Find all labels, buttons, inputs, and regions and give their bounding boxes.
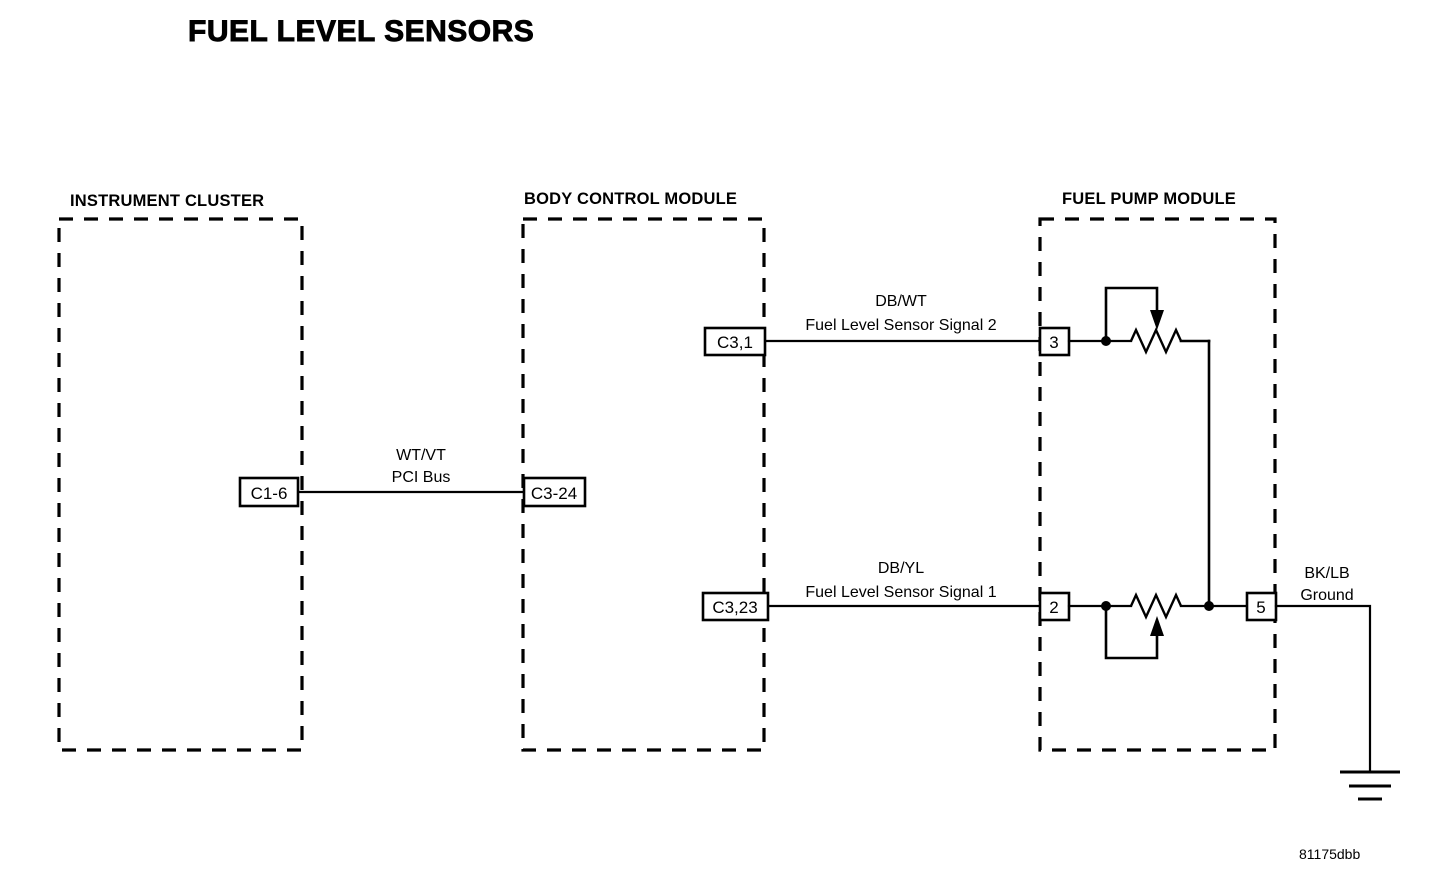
wiper-bracket-sensor-1 xyxy=(1104,606,1159,660)
wiper-arrow-sensor-1 xyxy=(1150,616,1164,636)
module-title-instrument-cluster: INSTRUMENT CLUSTER xyxy=(70,192,264,210)
pin-3[interactable]: 3 xyxy=(1038,326,1071,357)
wire-color-code-signal-1: DB/YL xyxy=(878,560,924,577)
module-boundary-fuel-pump-module xyxy=(1038,217,1277,752)
connector-label-c1-6: C1-6 xyxy=(251,484,288,503)
connector-label-c3-23: C3,23 xyxy=(712,598,757,617)
page-title: FUEL LEVEL SENSORS xyxy=(188,15,534,48)
module-title-fuel-pump-module: FUEL PUMP MODULE xyxy=(1062,190,1236,208)
resistor-zigzag-sensor-1 xyxy=(1129,592,1183,620)
chassis-ground-icon xyxy=(1340,770,1400,801)
wire-color-code-pci-bus: WT/VT xyxy=(396,447,446,464)
connector-c1-6[interactable]: C1-6 xyxy=(238,476,300,508)
wire-fuel-level-signal-2: DB/WT Fuel Level Sensor Signal 2 xyxy=(763,293,1043,343)
wire-pci-bus: WT/VT PCI Bus xyxy=(295,447,529,494)
wire-fuel-level-signal-1: DB/YL Fuel Level Sensor Signal 1 xyxy=(766,560,1043,608)
connector-c3-24[interactable]: C3-24 xyxy=(522,476,587,508)
module-boundary-instrument-cluster xyxy=(57,217,304,752)
resistor-zigzag-sensor-2 xyxy=(1129,327,1183,355)
wire-color-code-ground: BK/LB xyxy=(1304,565,1349,582)
wire-circuit-name-ground: Ground xyxy=(1300,587,1353,604)
wiper-arrow-sensor-2 xyxy=(1150,310,1164,330)
pin-label-5: 5 xyxy=(1256,598,1265,617)
wiper-bracket-sensor-2 xyxy=(1104,286,1159,341)
pin-label-2: 2 xyxy=(1049,598,1058,617)
pin-label-3: 3 xyxy=(1049,333,1058,352)
wire-circuit-name-pci-bus: PCI Bus xyxy=(392,469,451,486)
connector-label-c3-24: C3-24 xyxy=(531,484,577,503)
module-title-body-control-module: BODY CONTROL MODULE xyxy=(524,190,737,208)
connector-box-c1-6[interactable] xyxy=(238,476,300,508)
connector-label-c3-1: C3,1 xyxy=(717,333,753,352)
connector-c3-1[interactable]: C3,1 xyxy=(703,326,767,357)
component-fuel-level-sensor-2 xyxy=(1067,286,1211,355)
module-instrument-cluster: INSTRUMENT CLUSTER xyxy=(57,192,304,752)
connector-box-c3-1[interactable] xyxy=(703,326,767,357)
wire-circuit-name-signal-2: Fuel Level Sensor Signal 2 xyxy=(805,317,996,334)
component-fuel-level-sensor-1 xyxy=(1067,592,1251,660)
figure-code: 81175dbb xyxy=(1299,846,1360,862)
pin-5[interactable]: 5 xyxy=(1245,591,1278,622)
wire-line-ground xyxy=(1274,604,1372,774)
pin-2[interactable]: 2 xyxy=(1038,591,1071,622)
connector-box-c3-23[interactable] xyxy=(701,591,770,622)
wire-circuit-name-signal-1: Fuel Level Sensor Signal 1 xyxy=(805,584,996,601)
wire-color-code-signal-2: DB/WT xyxy=(875,293,927,310)
connector-c3-23[interactable]: C3,23 xyxy=(701,591,770,622)
wire-ground: BK/LB Ground xyxy=(1274,565,1372,774)
module-fuel-pump-module: FUEL PUMP MODULE xyxy=(1038,190,1277,752)
connector-box-c3-24[interactable] xyxy=(522,476,587,508)
